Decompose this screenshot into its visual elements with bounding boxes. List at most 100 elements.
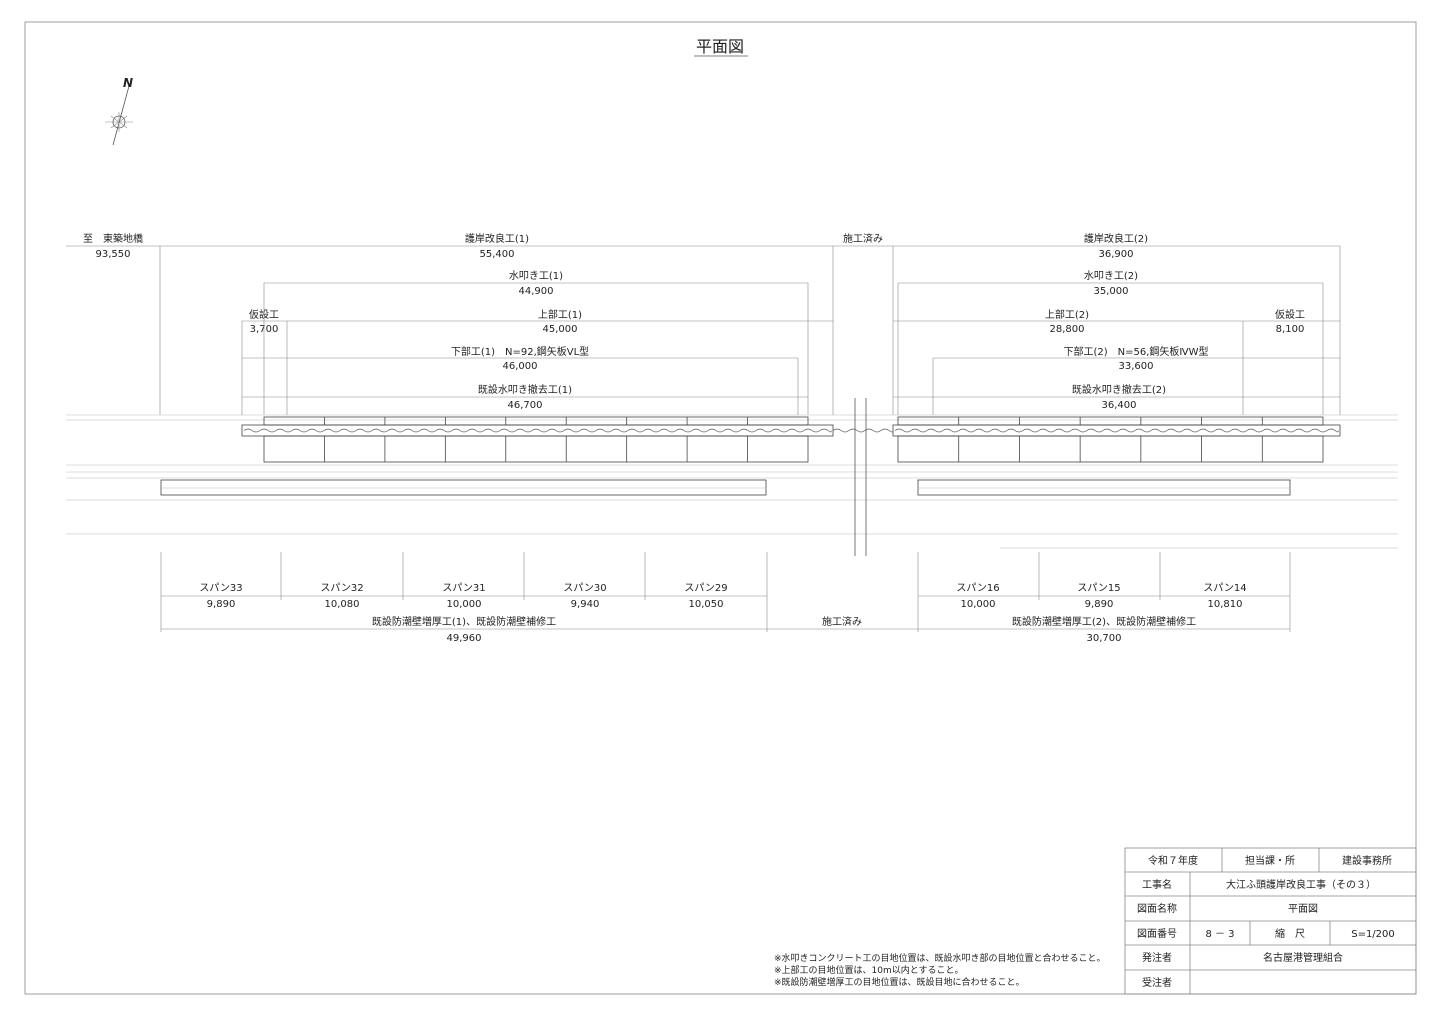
dim-label: 護岸改良工(2) (1084, 232, 1148, 245)
span-label: スパン30 (563, 582, 606, 594)
dim-label: 上部工(1) (538, 308, 582, 321)
sheet-pile-wave-left (243, 428, 832, 433)
work-name-value: 大江ふ頭護岸改良工事（その３） (1226, 878, 1376, 891)
dim-label: 施工済み (843, 232, 883, 245)
dim-to-bridge: 至 東築地橋 93,550 (66, 232, 160, 260)
dim-value: 49,960 (447, 633, 482, 644)
span-value: 9,890 (207, 599, 236, 610)
span-label: スパン14 (1203, 582, 1246, 594)
title-block: 令和７年度 担当課・所 建設事務所 工事名 大江ふ頭護岸改良工事（その３） 図面… (1124, 847, 1417, 995)
sheet-pile-wave-gap (832, 428, 894, 433)
dim-value: 36,400 (1102, 400, 1137, 411)
dim-value: 28,800 (1050, 324, 1085, 335)
scale-value: S=1/200 (1351, 929, 1395, 940)
dim-value: 33,600 (1119, 361, 1154, 372)
extension-lines-top (159, 246, 1341, 415)
work-name-label: 工事名 (1142, 878, 1172, 891)
north-arrow-icon: N (105, 76, 133, 146)
north-label: N (123, 76, 133, 90)
span-value: 10,810 (1208, 599, 1243, 610)
dim-label: 上部工(2) (1045, 308, 1089, 321)
sheet-pile-right (892, 424, 1341, 437)
span-label: スパン16 (956, 582, 999, 594)
dim-done-bottom: 施工済み (822, 615, 862, 628)
apron-blocks-left (263, 417, 809, 463)
dept-value: 建設事務所 (1342, 854, 1392, 867)
dim-value: 36,900 (1099, 249, 1134, 260)
span-value: 10,080 (325, 599, 360, 610)
dim-value: 45,000 (543, 324, 578, 335)
span-value: 9,940 (571, 599, 600, 610)
dim-apron-2: 水叩き工(2) 35,000 (898, 270, 1323, 297)
page-title: 平面図 (696, 37, 744, 56)
extension-lines-bottom (160, 552, 1291, 632)
sheet-pile-wave-right (894, 428, 1339, 433)
scale-label: 縮 尺 (1275, 927, 1305, 940)
spans-left: スパン33 9,890 スパン32 10,080 スパン31 10,000 スパ… (199, 582, 727, 610)
client-label: 発注者 (1142, 951, 1172, 964)
span-label: スパン33 (199, 582, 242, 594)
dim-value: 44,900 (519, 286, 554, 297)
dim-value: 93,550 (96, 249, 131, 260)
note-1: ※水叩きコンクリート工の目地位置は、既設水叩き部の目地位置と合わせること。 (774, 952, 1106, 964)
drawing-name-value: 平面図 (1288, 903, 1318, 915)
span-label: スパン15 (1077, 582, 1120, 594)
note-3: ※既設防潮壁増厚工の目地位置は、既設目地に合わせること。 (774, 976, 1025, 988)
notes: ※水叩きコンクリート工の目地位置は、既設水叩き部の目地位置と合わせること。 ※上… (774, 952, 1106, 988)
dim-value: 8,100 (1276, 324, 1305, 335)
dim-label: 仮設工 (1275, 308, 1305, 321)
dim-value: 30,700 (1087, 633, 1122, 644)
dim-done-top: 施工済み (833, 232, 893, 247)
contractor-label: 受注者 (1142, 976, 1172, 989)
dept-label: 担当課・所 (1245, 854, 1295, 867)
span-value: 10,050 (689, 599, 724, 610)
dim-lower-2: 下部工(2) N=56,鋼矢板ⅣW型 33,600 (933, 345, 1340, 372)
dim-label: 既設防潮壁増厚工(1)、既設防潮壁補修工 (372, 615, 556, 628)
apron-blocks-right (897, 417, 1324, 463)
span-label: スパン32 (320, 582, 363, 594)
dim-value: 55,400 (480, 249, 515, 260)
dim-seawall-2: 既設防潮壁増厚工(2)、既設防潮壁補修工 30,700 (1012, 615, 1196, 644)
seawall-left (160, 479, 767, 496)
break-line (854, 398, 867, 556)
drawing-no-label: 図面番号 (1137, 928, 1177, 940)
sheet-frame (24, 21, 1417, 995)
coping-right (897, 416, 1324, 426)
dim-removal-1: 既設水叩き撤去工(1) 46,700 (242, 383, 808, 411)
dim-label: 水叩き工(1) (509, 270, 563, 282)
dim-removal-2: 既設水叩き撤去工(2) 36,400 (893, 383, 1340, 411)
dim-temp-1: 仮設工 3,700 (242, 308, 287, 335)
dim-value: 46,700 (508, 400, 543, 411)
client-value: 名古屋港管理組合 (1263, 951, 1343, 964)
dim-seawall-1: 既設防潮壁増厚工(1)、既設防潮壁補修工 49,960 (372, 615, 556, 644)
dim-label: 護岸改良工(1) (465, 232, 529, 245)
span-value: 10,000 (447, 599, 482, 610)
dim-label: 下部工(2) N=56,鋼矢板ⅣW型 (1063, 345, 1208, 358)
background-linework (66, 414, 1398, 549)
drawing-no-value: 8 － 3 (1205, 929, 1234, 940)
dim-revetment-2: 護岸改良工(2) 36,900 (893, 232, 1340, 260)
dim-label: 至 東築地橋 (83, 232, 143, 245)
dim-label: 既設水叩き撤去工(1) (478, 383, 572, 396)
coping-left (263, 416, 809, 426)
dim-apron-1: 水叩き工(1) 44,900 (264, 270, 808, 297)
dim-label: 既設防潮壁増厚工(2)、既設防潮壁補修工 (1012, 615, 1196, 628)
dim-upper-2: 上部工(2) 28,800 (893, 308, 1243, 335)
sheet-pile-left (241, 424, 834, 437)
dim-label: 既設水叩き撤去工(2) (1072, 383, 1166, 396)
dim-label: 下部工(1) N=92,鋼矢板VL型 (451, 345, 589, 358)
dim-temp-2: 仮設工 8,100 (1243, 308, 1340, 335)
span-value: 9,890 (1085, 599, 1114, 610)
fiscal-year: 令和７年度 (1148, 854, 1198, 867)
seawall-right (917, 479, 1291, 496)
dim-revetment-1: 護岸改良工(1) 55,400 (160, 232, 833, 260)
note-2: ※上部工の目地位置は、10m以内とすること。 (774, 964, 964, 976)
spans-right: スパン16 10,000 スパン15 9,890 スパン14 10,810 (956, 582, 1246, 610)
dim-upper-1: 上部工(1) 45,000 (287, 308, 833, 335)
span-label: スパン31 (442, 582, 485, 594)
span-value: 10,000 (961, 599, 996, 610)
span-label: スパン29 (684, 582, 727, 594)
dim-label: 水叩き工(2) (1084, 270, 1138, 282)
dim-value: 35,000 (1094, 286, 1129, 297)
